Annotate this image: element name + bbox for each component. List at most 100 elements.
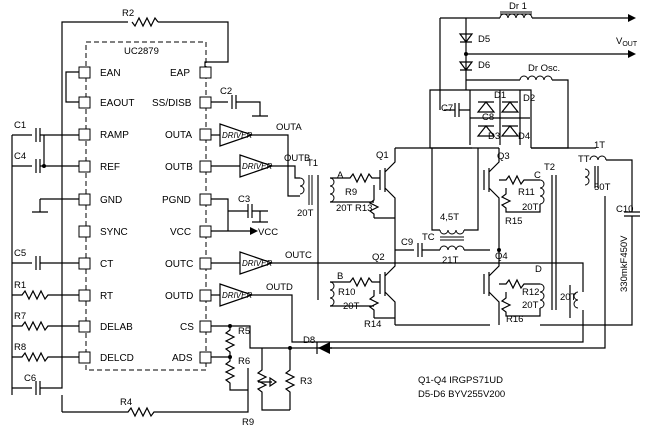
svg-text:20T: 20T	[522, 202, 539, 213]
svg-text:R7: R7	[14, 311, 26, 322]
svg-text:R9: R9	[345, 187, 357, 198]
svg-text:D3: D3	[488, 131, 500, 142]
pin-outd: OUTD	[165, 291, 193, 302]
svg-text:C3: C3	[238, 194, 250, 205]
q2-igbt: Q2	[372, 240, 490, 326]
svg-text:C10: C10	[616, 204, 633, 215]
svg-text:R16: R16	[506, 314, 523, 325]
pin-vcc: VCC	[170, 227, 191, 238]
svg-text:D2: D2	[523, 93, 535, 104]
svg-text:R11: R11	[518, 187, 535, 198]
pin-ean: EAN	[100, 68, 121, 79]
note-igbt: Q1-Q4 IRGPS71UD	[418, 375, 503, 386]
ic-left-pins: EAN EAOUT RAMP REF GND SYNC CT RT DELAB …	[78, 66, 134, 364]
svg-text:C1: C1	[14, 120, 26, 131]
svg-text:R14: R14	[364, 319, 381, 330]
driver-b: DRIVER OUTB	[211, 153, 310, 179]
pin-pgnd: PGND	[162, 195, 191, 206]
c9-capacitor: C9	[395, 237, 440, 257]
pin-eaout: EAOUT	[100, 98, 134, 109]
svg-text:C8: C8	[482, 112, 494, 123]
svg-text:R6: R6	[238, 356, 250, 367]
winding-c: R11 C 20T R15	[499, 170, 545, 227]
svg-text:R1: R1	[14, 280, 26, 291]
winding-d: D R12 20T R16	[499, 264, 545, 325]
dr1-inductor: Dr 1	[439, 1, 636, 110]
svg-text:D: D	[535, 264, 542, 275]
ic-title: UC2879	[124, 46, 159, 57]
pin-outa: OUTA	[165, 130, 192, 141]
vout-line: VOUT	[466, 36, 638, 58]
pin-delab: DELAB	[100, 322, 133, 333]
ean-eaout-link	[65, 71, 79, 103]
svg-text:20T: 20T	[297, 208, 314, 219]
t1-transformer: T1 20T	[297, 158, 319, 300]
svg-text:Dr Osc.: Dr Osc.	[528, 63, 560, 74]
r1-resistor: R1	[12, 280, 79, 301]
svg-text:Q4: Q4	[495, 251, 508, 262]
svg-text:C9: C9	[401, 237, 413, 248]
svg-text:C4: C4	[14, 151, 26, 162]
svg-text:D5: D5	[478, 34, 490, 45]
svg-text:R8: R8	[14, 342, 26, 353]
c10-value: 330mkF450V	[619, 235, 630, 292]
r7-resistor: R7	[12, 311, 79, 332]
pin-gnd: GND	[100, 195, 122, 206]
svg-text:R13: R13	[355, 203, 372, 214]
svg-text:C6: C6	[24, 373, 36, 384]
svg-text:R12: R12	[522, 287, 539, 298]
q1-igbt: Q1	[374, 147, 472, 240]
winding-a: A 20T R9 R13	[329, 170, 380, 218]
vout-label: VOUT	[616, 36, 638, 48]
tt-transformer: TT 1T 50T	[531, 140, 633, 318]
svg-text:DRIVER: DRIVER	[222, 131, 252, 140]
pin-delcd: DELCD	[100, 353, 134, 364]
svg-text:DRIVER: DRIVER	[242, 259, 272, 268]
pin-ads: ADS	[172, 353, 193, 364]
svg-text:R15: R15	[505, 216, 522, 227]
ic-uc2879: UC2879 EAN EAOUT RAMP REF GND SYNC CT RT…	[78, 41, 212, 371]
svg-text:Dr 1: Dr 1	[509, 1, 527, 12]
svg-text:4,5T: 4,5T	[440, 212, 459, 223]
c3-capacitor: C3	[211, 194, 268, 231]
svg-text:21T: 21T	[442, 255, 459, 266]
pin-ct: CT	[100, 259, 113, 270]
tc-transformer: TC 4,5T 21T	[422, 148, 490, 266]
pin-cs: CS	[180, 322, 194, 333]
svg-text:R2: R2	[122, 8, 134, 19]
svg-text:C5: C5	[14, 248, 26, 259]
d8-diode: D8	[303, 318, 606, 354]
r4-resistor: R4	[61, 368, 249, 418]
svg-text:OUTD: OUTD	[266, 282, 293, 293]
svg-text:B: B	[337, 271, 343, 282]
svg-text:Q3: Q3	[497, 151, 510, 162]
pin-ramp: RAMP	[100, 130, 129, 141]
gnd-symbol	[32, 198, 79, 213]
svg-text:C: C	[534, 170, 541, 181]
svg-text:20T: 20T	[560, 292, 577, 303]
c4-capacitor: C4	[12, 135, 79, 173]
svg-text:Q2: Q2	[372, 252, 385, 263]
svg-text:50T: 50T	[594, 182, 611, 193]
svg-text:D6: D6	[478, 60, 490, 71]
rectifier-bridge: D1 D2 D3 D4 C8 C7	[429, 89, 535, 149]
svg-text:T1: T1	[307, 158, 318, 169]
cs-sense-network: R5 R6 R9 R3	[211, 324, 332, 428]
note-diodes: D5-D6 BYV255V200	[418, 389, 505, 400]
svg-text:C7: C7	[441, 103, 453, 114]
svg-text:R9: R9	[242, 417, 254, 428]
svg-text:R3: R3	[300, 376, 312, 387]
svg-text:TT: TT	[578, 154, 590, 165]
svg-text:OUTC: OUTC	[285, 250, 312, 261]
c6-capacitor: C6	[12, 135, 63, 395]
t2-transformer: T2 20T	[544, 162, 579, 318]
c2-capacitor: C2	[211, 86, 268, 117]
pin-ref: REF	[100, 162, 120, 173]
svg-text:20T: 20T	[336, 203, 353, 214]
pin-rt: RT	[100, 291, 113, 302]
pin-outc: OUTC	[165, 259, 193, 270]
svg-text:Q1: Q1	[376, 150, 389, 161]
svg-text:20T: 20T	[522, 300, 539, 311]
pin-sync: SYNC	[100, 227, 128, 238]
